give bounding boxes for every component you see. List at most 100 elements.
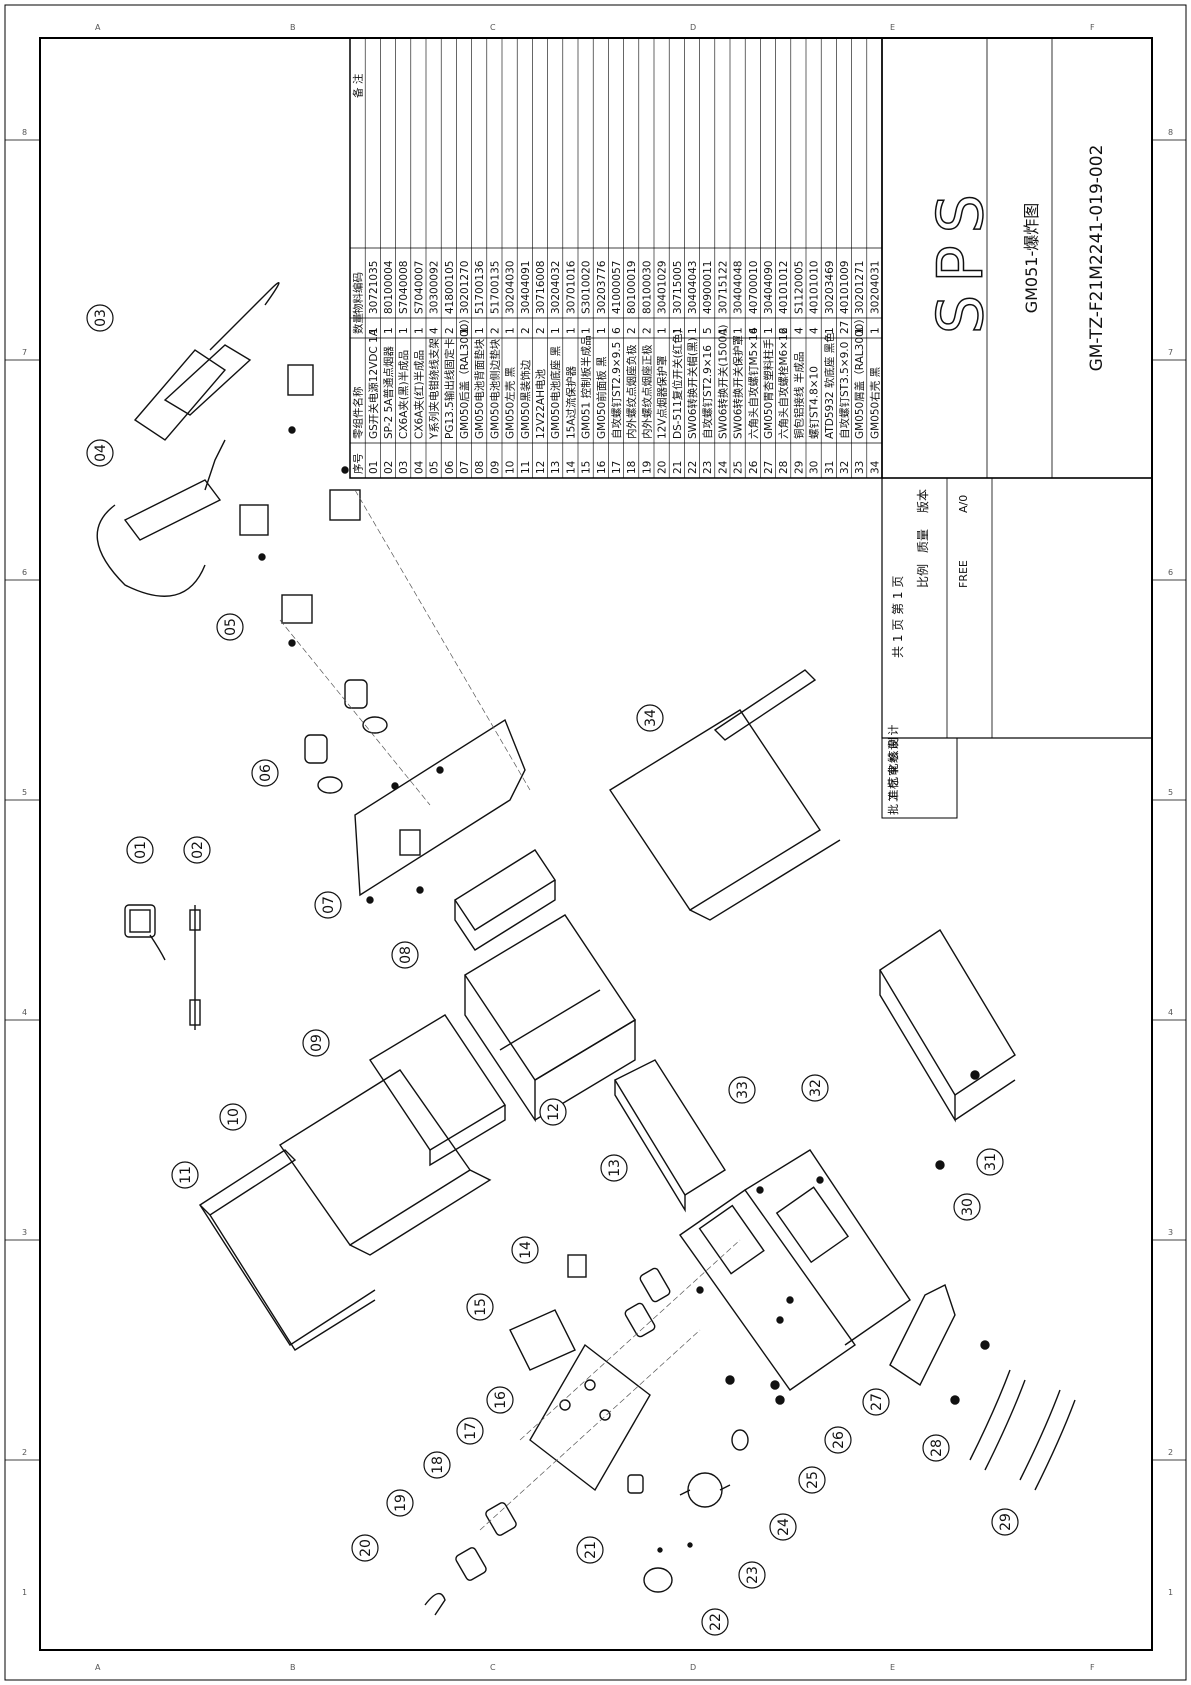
bom-cell-name: 自攻螺钉ST2.9×9.5: [610, 342, 623, 439]
bom-cell-code: 41000057: [611, 261, 623, 314]
scale-value: FREE: [957, 560, 970, 588]
zone-number-right: 4: [1168, 1008, 1173, 1017]
zone-number-left: 4: [22, 1008, 27, 1017]
callout-number: 25: [805, 1471, 821, 1489]
callout-20: 20: [351, 1534, 379, 1562]
zone-letter-bottom: A: [95, 1663, 101, 1672]
bom-cell-code: S1120005: [793, 261, 805, 314]
callout-number: 04: [93, 444, 109, 462]
zone-number-left: 3: [22, 1228, 27, 1237]
bom-cell-code: 51700135: [489, 261, 501, 314]
bom-cell-code: 30716008: [535, 261, 547, 314]
zone-letter-top: D: [690, 23, 696, 32]
callout-06: 06: [251, 759, 279, 787]
part-front-panel: [529, 1343, 651, 1492]
part-back-cover: [354, 718, 526, 897]
zone-letter-bottom: C: [490, 1663, 496, 1672]
bom-cell-name: 12V点烟器保护罩: [656, 355, 669, 439]
bom-cell-qty: 4: [793, 327, 805, 334]
bom-cell-no: 32: [839, 461, 851, 474]
callout-25: 25: [798, 1466, 826, 1494]
scale-label: 比例: [916, 564, 930, 588]
zone-number-right: 3: [1168, 1228, 1173, 1237]
callout-number: 29: [998, 1513, 1014, 1531]
part-left-shell: [279, 1069, 492, 1256]
bom-cell-qty: 2: [778, 327, 790, 334]
bom-cell-no: 03: [398, 461, 410, 474]
bom-cell-qty: 1: [657, 327, 669, 334]
callout-31: 31: [976, 1148, 1004, 1176]
company-logo: SPS: [924, 182, 997, 334]
bom-cell-no: 09: [489, 461, 501, 474]
callout-number: 02: [190, 841, 206, 859]
bom-cell-no: 05: [429, 461, 441, 474]
callout-number: 18: [430, 1456, 446, 1474]
bom-cell-no: 22: [687, 461, 699, 474]
zone-number-left: 1: [22, 1588, 27, 1597]
zone-number-right: 6: [1168, 568, 1173, 577]
zone-number-left: 5: [22, 788, 27, 797]
zone-number-left: 6: [22, 568, 27, 577]
version-label: 版本: [916, 489, 930, 513]
bom-cell-no: 25: [733, 461, 745, 474]
bom-cell-qty: 1: [413, 327, 425, 334]
bom-cell-name: GM050后盖（RAL3000）: [458, 313, 471, 439]
callout-number: 23: [745, 1566, 761, 1584]
bom-cell-qty: 27: [839, 321, 851, 334]
bom-cell-no: 27: [763, 461, 775, 474]
bom-cell-code: 30203776: [596, 260, 608, 314]
bom-cell-code: 30401029: [657, 261, 669, 314]
bom-cell-no: 21: [672, 461, 684, 474]
bom-cell-code: 30715122: [717, 261, 729, 314]
bom-cell-code: 30201271: [854, 261, 866, 314]
callout-23: 23: [738, 1561, 766, 1589]
part-fasteners: [258, 426, 990, 1553]
approvals-block: [881, 737, 958, 819]
bom-cell-qty: 1: [474, 327, 486, 334]
zone-number-right: 7: [1168, 348, 1173, 357]
part-switch-cap: [643, 1567, 673, 1593]
bom-cell-code: 40700010: [748, 261, 760, 314]
bom-header-code: 物料编码: [352, 272, 365, 314]
callout-number: 09: [309, 1034, 325, 1052]
pages-text: 共 1 页 第 1 页: [891, 576, 905, 658]
bom-cell-no: 30: [809, 461, 821, 474]
bom-cell-qty: 4: [809, 327, 821, 334]
outer-border: [4, 4, 1187, 1681]
info-block: [881, 477, 1153, 739]
exploded-parts: [96, 282, 1076, 1616]
assembly-lines: [279, 489, 741, 1531]
bom-cell-qty: 2: [626, 327, 638, 334]
zone-number-right: 2: [1168, 1448, 1173, 1457]
bom-cell-qty: 1: [687, 327, 699, 334]
bom-cell-qty: 1: [717, 327, 729, 334]
bom-cell-name: SW06转换开关帽(黑): [686, 337, 699, 439]
bom-cell-code: 30404048: [733, 261, 745, 314]
bom-cell-code: S3010020: [581, 261, 593, 314]
callout-number: 28: [929, 1439, 945, 1457]
zone-letter-bottom: B: [290, 1663, 296, 1672]
bom-cell-name: GM050电池侧边垫块: [488, 338, 501, 439]
bom-cell-no: 18: [626, 461, 638, 474]
bom-cell-qty: 1: [581, 327, 593, 334]
callout-30: 30: [953, 1193, 981, 1221]
callout-number: 33: [735, 1081, 751, 1099]
callout-number: 07: [321, 896, 337, 914]
approval-3: 标 化: [886, 764, 900, 790]
callout-number: 10: [226, 1108, 242, 1126]
zone-number-right: 8: [1168, 128, 1173, 137]
callout-number: 14: [518, 1241, 534, 1259]
bom-cell-no: 02: [383, 461, 395, 474]
bom-cell-name: GM050前面板 黑: [595, 356, 608, 439]
zone-letter-bottom: E: [890, 1663, 895, 1672]
bom-cell-code: 30404090: [763, 261, 775, 314]
callout-number: 03: [93, 309, 109, 327]
bom-cell-name: SP-2 5A普通点烟器: [382, 346, 395, 439]
callout-number: 12: [546, 1103, 562, 1121]
bom-cell-code: 30701016: [565, 260, 577, 314]
callout-22: 22: [701, 1608, 729, 1636]
part-power-adapter: [124, 904, 166, 961]
bom-cell-qty: 1: [733, 327, 745, 334]
